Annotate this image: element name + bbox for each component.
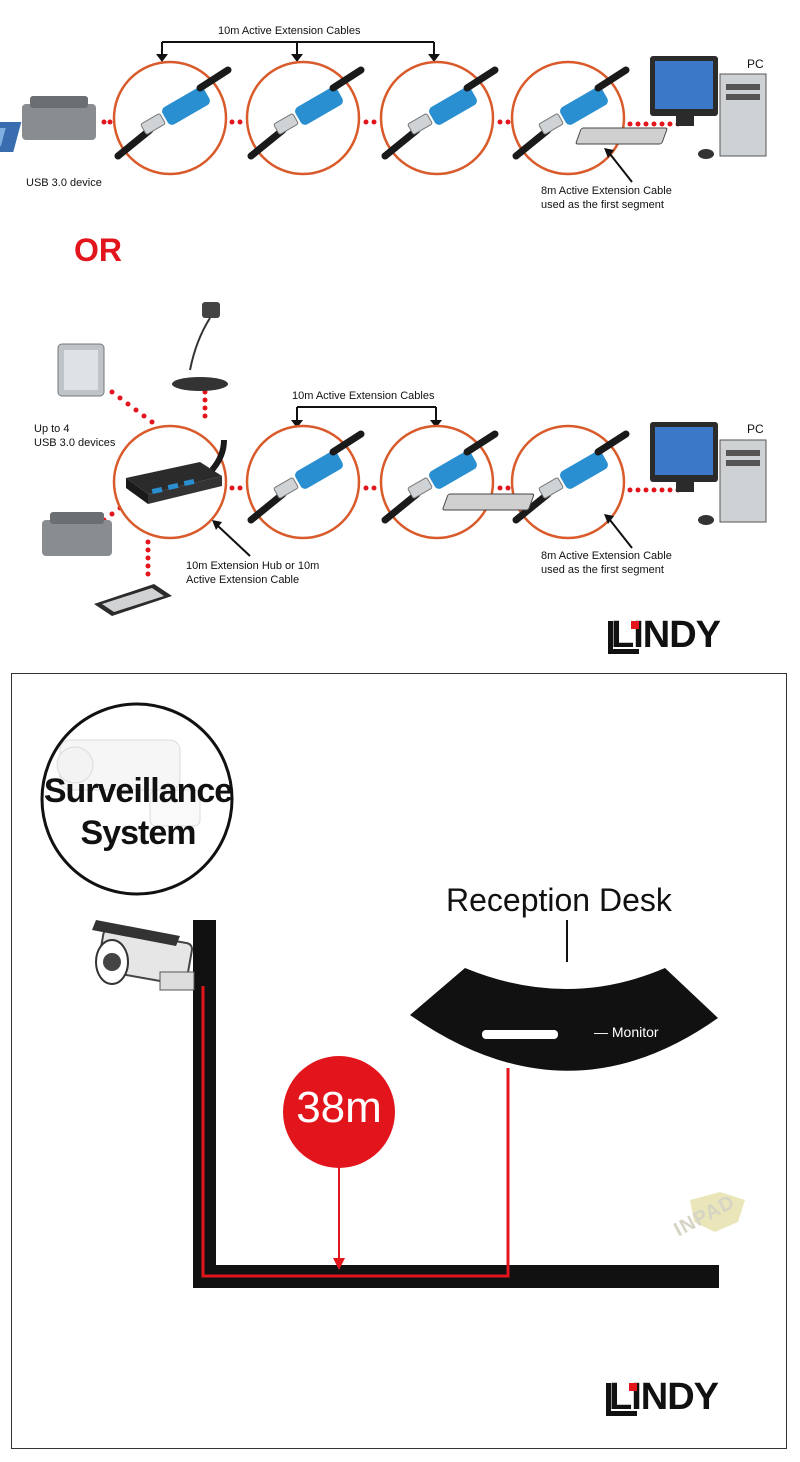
middle-pc-label: PC: [747, 422, 764, 436]
or-separator: OR: [74, 232, 122, 268]
lindy-logo: LINDY: [608, 614, 721, 656]
printer-icon: [0, 96, 96, 152]
pc-icon: [575, 56, 767, 159]
surveillance-panel: [11, 673, 787, 1449]
reception-desk-label: Reception Desk: [446, 882, 672, 918]
surveillance-title: Surveillance System: [38, 770, 238, 854]
middle-first-segment-line2: used as the first segment: [541, 564, 664, 576]
middle-bracket-label: 10m Active Extension Cables: [292, 390, 435, 402]
top-bracket-label: 10m Active Extension Cables: [218, 25, 361, 37]
lindy-logo-text: LINDY: [609, 1376, 719, 1418]
lindy-logo-text: LINDY: [611, 614, 721, 656]
top-device-label: USB 3.0 device: [26, 177, 102, 189]
devices-label-line1: Up to 4: [34, 423, 70, 435]
lindy-logo-mark: [606, 1383, 637, 1416]
lindy-logo: LINDY: [606, 1376, 719, 1418]
usb-hub-icon: [126, 439, 227, 504]
scanner-icon: [94, 584, 172, 616]
devices-label-line2: USB 3.0 devices: [34, 437, 116, 449]
microphone-icon: [172, 302, 228, 391]
distance-label: 38m: [296, 1083, 382, 1132]
top-first-segment-line1: 8m Active Extension Cable: [541, 185, 672, 197]
usb-extension-diagrams: [0, 41, 767, 616]
printer-icon: [42, 512, 112, 556]
lindy-logo-mark: [608, 621, 639, 654]
surveillance-title-line1: Surveillance: [43, 772, 233, 810]
pc-icon: [442, 422, 767, 525]
middle-first-segment-line1: 8m Active Extension Cable: [541, 550, 672, 562]
surveillance-title-line2: System: [80, 814, 197, 852]
monitor-label: — Monitor: [594, 1024, 659, 1040]
hub-label-line1: 10m Extension Hub or 10m: [186, 560, 320, 572]
top-pc-label: PC: [747, 57, 764, 71]
hub-label-line2: Active Extension Cable: [186, 574, 300, 586]
top-first-segment-line2: used as the first segment: [541, 199, 664, 211]
external-drive-icon: [57, 343, 105, 397]
